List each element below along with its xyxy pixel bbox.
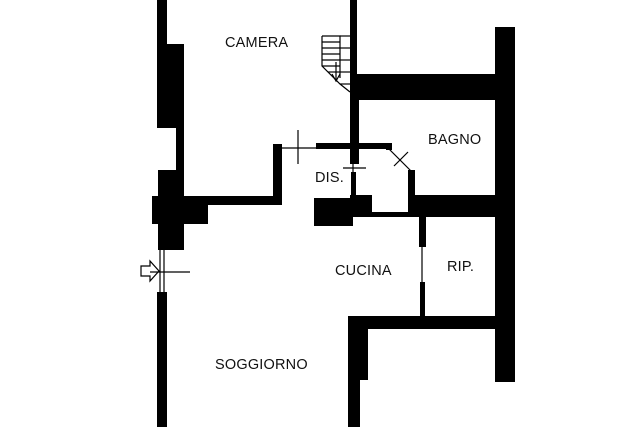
wall-rip-bottom bbox=[356, 316, 498, 329]
wall-camera-jamb bbox=[273, 144, 282, 205]
wall-left-upper bbox=[157, 0, 167, 128]
walls bbox=[152, 0, 515, 427]
wall-kitchen-block-right bbox=[350, 195, 372, 217]
room-label-soggiorno: SOGGIORNO bbox=[215, 357, 308, 373]
wall-bagno-bottom bbox=[408, 195, 498, 217]
wall-left-upper-thick bbox=[163, 44, 184, 128]
door-bagno-diag-2 bbox=[393, 151, 409, 167]
room-label-dis: DIS. bbox=[315, 170, 344, 186]
wall-dis-top bbox=[316, 143, 389, 149]
wall-left-mid bbox=[176, 120, 184, 200]
staircase-icon bbox=[321, 35, 351, 93]
wall-camera-bottom bbox=[184, 196, 279, 205]
room-label-camera: CAMERA bbox=[225, 35, 288, 51]
room-labels: CAMERA BAGNO DIS. CUCINA RIP. SOGGIORNO bbox=[215, 35, 481, 373]
wall-soggiorno-right bbox=[348, 316, 368, 380]
wall-kitchen-block bbox=[314, 198, 353, 226]
wall-center-top bbox=[350, 0, 357, 92]
wall-bagno-left bbox=[408, 170, 415, 214]
wall-bagno-top bbox=[356, 74, 502, 100]
room-label-cucina: CUCINA bbox=[335, 263, 392, 279]
room-label-bagno: BAGNO bbox=[428, 132, 481, 148]
wall-rip-left-upper bbox=[419, 217, 426, 247]
wall-soggiorno-right-lower bbox=[348, 380, 360, 427]
wall-kitchen-header bbox=[356, 212, 416, 217]
door-symbols bbox=[150, 130, 423, 292]
wall-right bbox=[495, 27, 515, 382]
wall-left-lower bbox=[157, 292, 167, 427]
room-label-rip: RIP. bbox=[447, 259, 474, 275]
entrance-arrow-icon bbox=[140, 259, 160, 283]
wall-center-mid bbox=[350, 92, 359, 164]
wall-dis-top-cap bbox=[386, 143, 392, 150]
wall-rip-left-lower bbox=[420, 282, 425, 322]
